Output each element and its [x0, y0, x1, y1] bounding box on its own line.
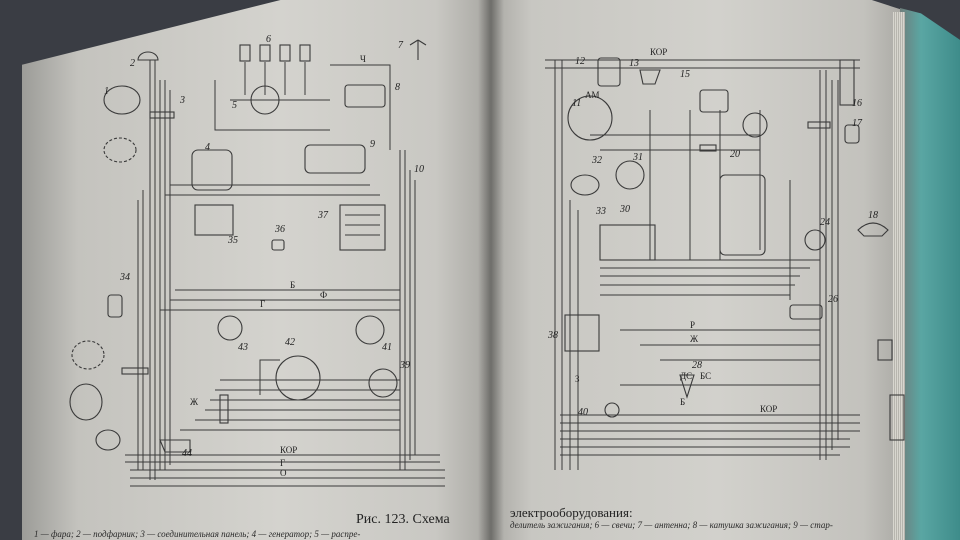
svg-text:КОР: КОР: [650, 47, 667, 57]
svg-text:7: 7: [398, 40, 404, 51]
svg-text:34: 34: [119, 272, 130, 283]
svg-text:6: 6: [266, 34, 271, 45]
svg-text:Г: Г: [260, 299, 265, 309]
left-schematic-components: [69, 39, 427, 453]
svg-text:З: З: [575, 374, 580, 384]
svg-text:16: 16: [852, 98, 862, 109]
left-figure-caption: Рис. 123. Схема: [356, 512, 450, 527]
svg-text:18: 18: [868, 210, 878, 221]
left-page: [22, 0, 492, 540]
svg-text:4: 4: [205, 142, 210, 153]
svg-text:ДС: ДС: [680, 371, 692, 381]
svg-text:12: 12: [575, 56, 585, 67]
svg-text:41: 41: [382, 342, 392, 353]
svg-text:2: 2: [130, 58, 135, 69]
svg-text:КОР: КОР: [760, 404, 777, 414]
book-gutter: [478, 0, 504, 540]
svg-text:28: 28: [692, 360, 702, 371]
svg-text:26: 26: [828, 294, 838, 305]
svg-text:31: 31: [632, 152, 643, 163]
svg-text:Р: Р: [690, 320, 695, 330]
svg-text:Г: Г: [280, 458, 285, 468]
svg-text:42: 42: [285, 337, 295, 348]
svg-text:5: 5: [232, 100, 237, 111]
svg-text:35: 35: [227, 235, 238, 246]
schematic-numbers: 2 1 3 4 5 6 7 8 9 10 34 35 36 37 39 41 4…: [104, 34, 878, 459]
right-page: [490, 0, 905, 540]
svg-text:8: 8: [395, 82, 400, 93]
svg-text:КОР: КОР: [280, 445, 297, 455]
svg-text:Б: Б: [680, 397, 685, 407]
svg-text:32: 32: [591, 155, 602, 166]
svg-text:11: 11: [572, 98, 581, 109]
book-page-edges: [893, 12, 905, 540]
svg-text:37: 37: [317, 210, 329, 221]
svg-text:БС: БС: [700, 371, 711, 381]
svg-text:О: О: [280, 468, 287, 478]
svg-text:43: 43: [238, 342, 248, 353]
svg-text:Ч: Ч: [360, 54, 366, 64]
svg-text:Ж: Ж: [690, 334, 699, 344]
svg-text:10: 10: [414, 164, 424, 175]
svg-text:33: 33: [595, 206, 606, 217]
right-legend-text: делитель зажигания; 6 — свечи; 7 — антен…: [510, 520, 895, 530]
svg-text:Ф: Ф: [320, 290, 327, 300]
book-cover-edge: [900, 8, 960, 540]
left-legend-text: 1 — фара; 2 — подфарник; 3 — соединитель…: [34, 529, 361, 539]
svg-text:38: 38: [547, 330, 558, 341]
svg-text:20: 20: [730, 149, 740, 160]
left-schematic-wires: [125, 60, 445, 487]
right-schematic-components: [564, 57, 905, 441]
right-figure-caption: электрооборудования:: [510, 505, 633, 520]
svg-text:9: 9: [370, 139, 375, 150]
svg-text:36: 36: [274, 224, 285, 235]
svg-text:13: 13: [629, 58, 639, 69]
svg-text:Ж: Ж: [190, 397, 199, 407]
svg-text:Б: Б: [290, 280, 295, 290]
svg-text:АМ: АМ: [585, 90, 600, 100]
schematic-wire-labels: Ч Ф Б Г Ж КОР Г О КОР КОР Р Ж З ДС БС Б …: [190, 47, 777, 478]
svg-text:17: 17: [852, 118, 863, 129]
svg-text:15: 15: [680, 69, 690, 80]
svg-text:40: 40: [578, 407, 588, 418]
svg-text:30: 30: [619, 204, 630, 215]
svg-text:44: 44: [182, 448, 192, 459]
right-legend-line-1: делитель зажигания; 6 — свечи; 7 — антен…: [510, 520, 833, 530]
svg-text:1: 1: [104, 86, 109, 97]
svg-text:39: 39: [399, 360, 410, 371]
svg-text:3: 3: [179, 95, 185, 106]
svg-text:24: 24: [820, 217, 830, 228]
